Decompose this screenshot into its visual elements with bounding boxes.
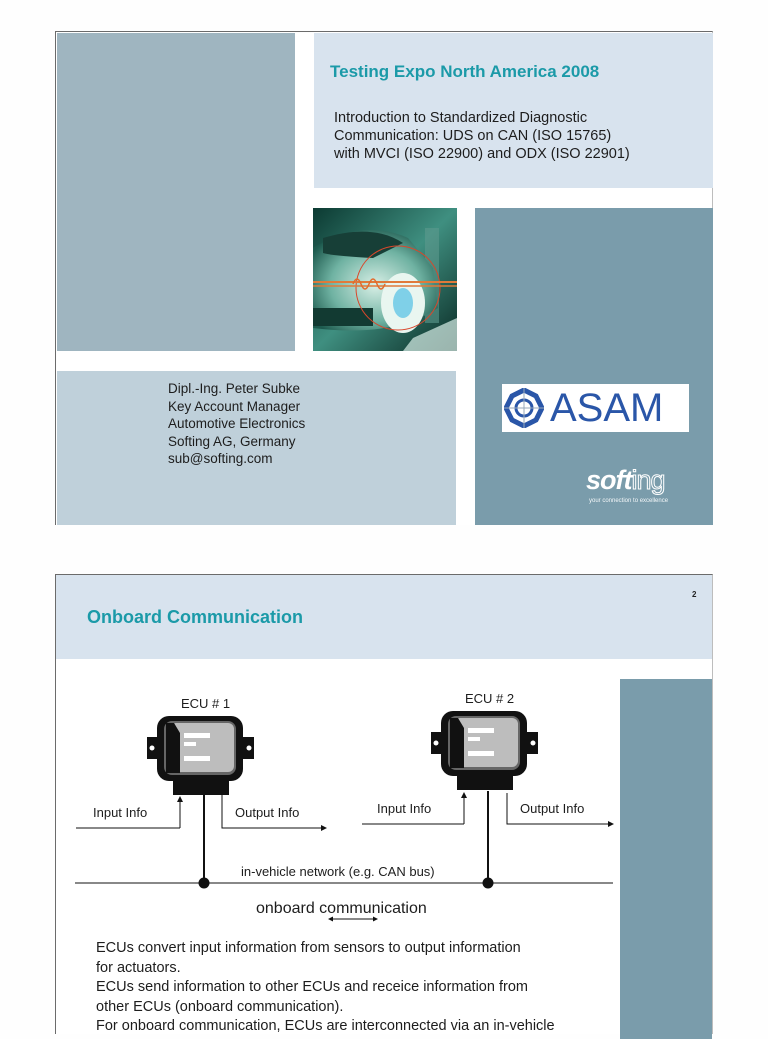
ecu-1-output-label: Output Info: [235, 805, 300, 820]
content-slide: Onboard Communication 2: [55, 574, 713, 1039]
softing-wordmark-bold: soft: [586, 465, 632, 495]
body-line: for actuators.: [96, 959, 181, 976]
asam-emblem-icon: [504, 388, 544, 428]
logo-panel: [475, 208, 713, 525]
presenter-company: Softing AG, Germany: [168, 433, 296, 449]
softing-logo: softing: [586, 465, 666, 496]
title-slide: Testing Expo North America 2008 Introduc…: [55, 31, 713, 525]
presenter-department: Automotive Electronics: [168, 416, 306, 432]
softing-tagline: your connection to excellence: [589, 498, 669, 504]
subtitle-line: Introduction to Standardized Diagnostic: [334, 110, 588, 126]
asam-wordmark: ASAM: [550, 386, 664, 430]
presentation-title: Testing Expo North America 2008: [330, 62, 600, 81]
page-number: 2: [692, 590, 697, 599]
softing-wordmark-outline: ing: [631, 465, 666, 496]
bidirectional-arrow-icon: [328, 916, 378, 922]
decorative-side-bar: [620, 679, 712, 1039]
presentation-subtitle: Introduction to Standardized Diagnostic …: [334, 109, 630, 163]
onboard-communication-label: onboard communication: [256, 900, 427, 917]
presenter-contact: Dipl.-Ing. Peter Subke Key Account Manag…: [168, 380, 305, 468]
slide-title: Onboard Communication: [87, 607, 303, 627]
title-panel: [314, 33, 713, 188]
body-line: other ECUs (onboard communication).: [96, 998, 344, 1015]
decorative-block-left: [57, 33, 295, 351]
asam-logo: ASAM: [502, 384, 689, 432]
body-line: For onboard communication, ECUs are inte…: [96, 1018, 555, 1034]
presenter-role: Key Account Manager: [168, 398, 301, 414]
body-line: ECUs send information to other ECUs and …: [96, 979, 528, 995]
ecu-network-diagram: [75, 711, 614, 889]
car-photo: [313, 208, 457, 351]
ecu-2-label: ECU # 2: [465, 691, 515, 706]
presenter-name: Dipl.-Ing. Peter Subke: [168, 381, 301, 396]
ecu-1-input-label: Input Info: [93, 805, 148, 820]
subtitle-line: with MVCI (ISO 22900) and ODX (ISO 22901…: [334, 146, 630, 162]
presenter-email[interactable]: sub@softing.com: [168, 451, 273, 467]
body-line: ECUs convert input information from sens…: [96, 940, 521, 956]
ecu-2-input-label: Input Info: [377, 801, 432, 816]
slide-body-text: ECUs convert input information from sens…: [96, 939, 555, 1037]
ecu-1-label: ECU # 1: [181, 696, 231, 711]
network-label: in-vehicle network (e.g. CAN bus): [241, 864, 435, 879]
contact-panel: [57, 371, 456, 525]
slide-header: [56, 575, 712, 659]
ecu-2-output-label: Output Info: [520, 801, 585, 816]
subtitle-line: Communication: UDS on CAN (ISO 15765): [334, 128, 612, 144]
ecu-2-icon: [431, 711, 538, 790]
ecu-1-icon: [147, 716, 254, 795]
